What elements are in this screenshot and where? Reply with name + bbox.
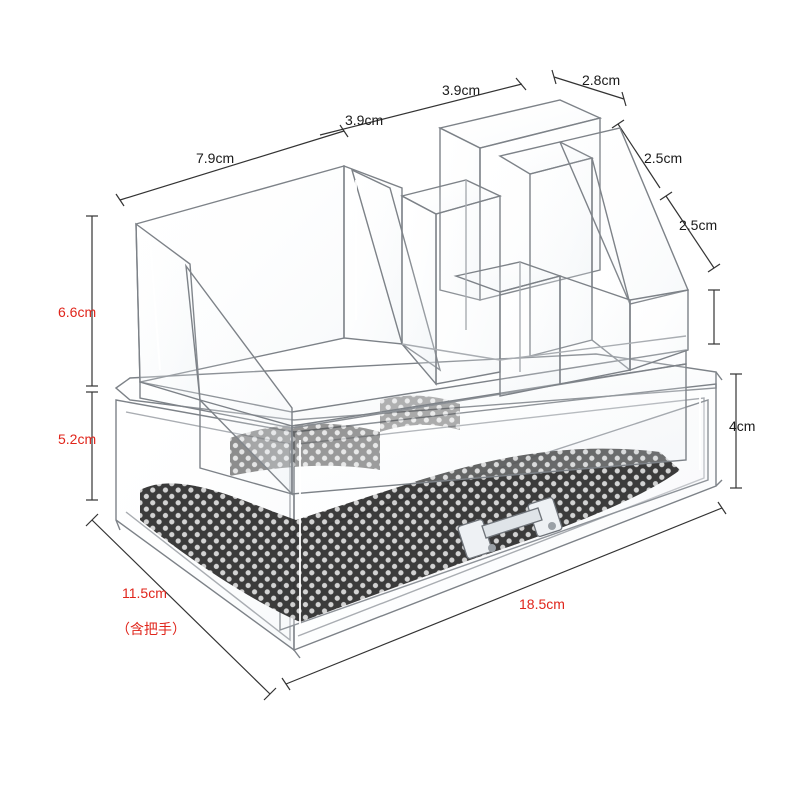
label-top-depth-left: 7.9cm [196, 150, 235, 166]
dim-line-2-8 [553, 76, 625, 100]
dim-line-11-5 [91, 519, 271, 695]
label-right-height-a: 2.5cm [644, 150, 683, 166]
label-depth-bottom: 11.5cm [122, 585, 167, 601]
dim-line-7-9 [119, 130, 345, 201]
label-lower-height: 5.2cm [58, 431, 97, 447]
label-top-width-b: 3.9cm [442, 82, 481, 98]
dim-line-3-9-a [319, 83, 523, 136]
dimension-lines [85, 69, 742, 701]
dim-line-2-5-a [617, 123, 661, 189]
label-top-width-a: 3.9cm [345, 112, 384, 128]
label-top-right-depth: 2.8cm [582, 72, 621, 88]
drawer-handle [457, 496, 563, 560]
dim-line-18-5 [285, 507, 723, 685]
glass-highlights [149, 180, 701, 630]
label-upper-height: 6.6cm [58, 304, 97, 320]
label-right-height-b: 2.5cm [679, 217, 718, 233]
label-drawer-height: 4cm [729, 418, 756, 434]
dim-line-2-5-b [665, 195, 715, 269]
label-width-bottom: 18.5cm [519, 596, 565, 612]
upper-organizer [135, 99, 689, 496]
label-depth-note: （含把手） [116, 621, 186, 637]
